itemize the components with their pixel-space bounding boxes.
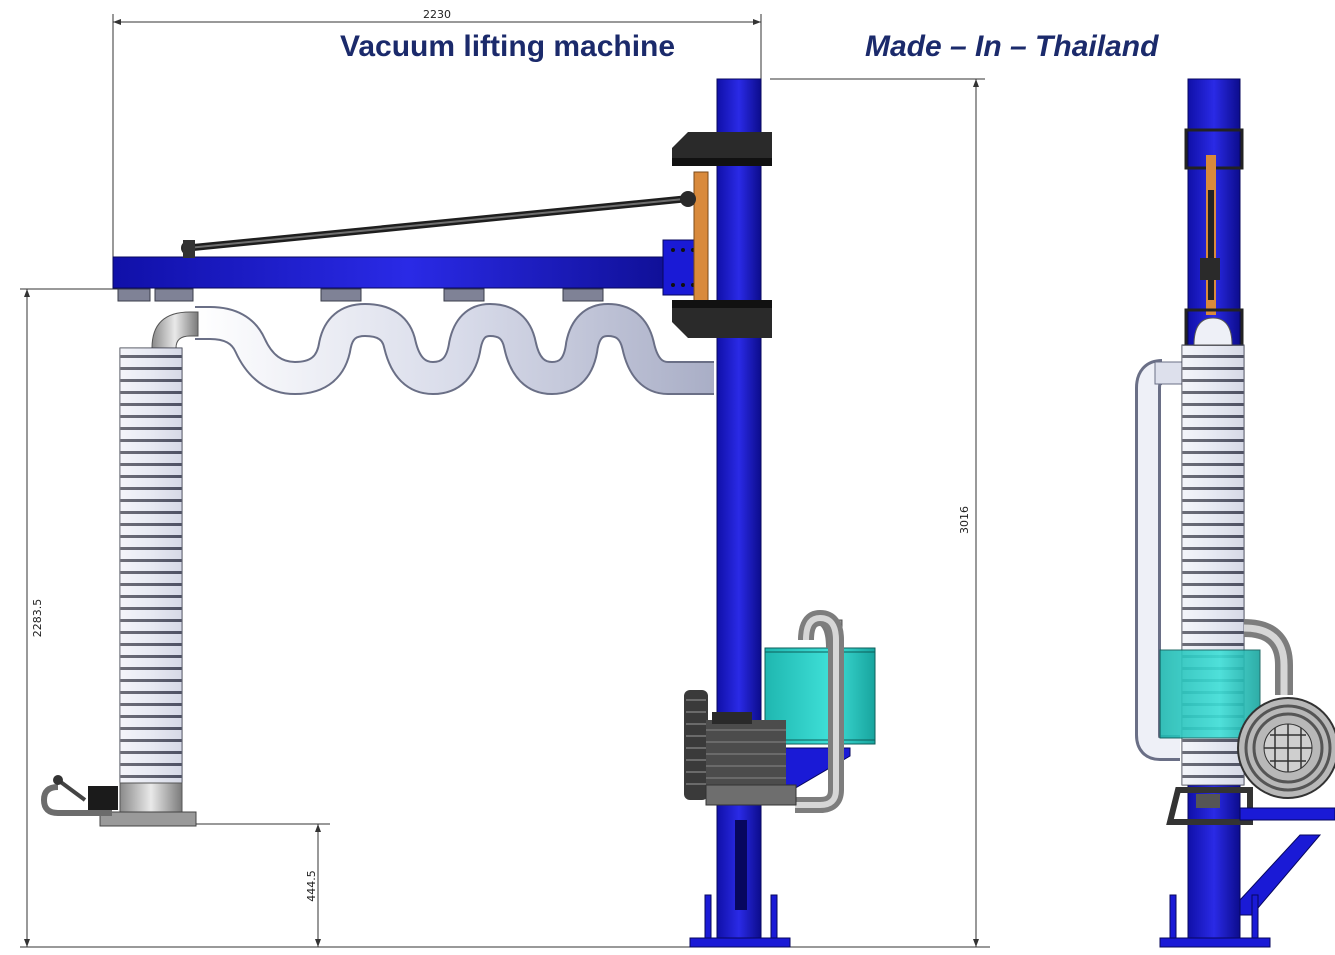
dim-overall-height: 3016 <box>958 506 971 534</box>
upper-bracket <box>672 132 772 166</box>
suction-foot <box>99 811 197 827</box>
horizontal-arm <box>112 256 704 289</box>
dim-base-height: 444.5 <box>305 870 318 902</box>
front-view <box>1135 78 1335 948</box>
handle-icon <box>40 775 118 816</box>
dimension-arrows <box>24 19 979 947</box>
base-plate <box>689 937 791 948</box>
dim-overall-width: 2230 <box>423 8 451 21</box>
trolleys <box>117 288 604 302</box>
main-column <box>716 78 762 940</box>
title-main: Vacuum lifting machine <box>340 30 675 63</box>
lower-bracket <box>672 300 772 338</box>
blower-motor-icon <box>684 690 797 806</box>
side-view <box>40 78 876 948</box>
dimension-lines <box>20 14 990 948</box>
title-origin: Made – In – Thailand <box>865 30 1159 63</box>
dim-arm-height: 2283.5 <box>31 599 44 638</box>
